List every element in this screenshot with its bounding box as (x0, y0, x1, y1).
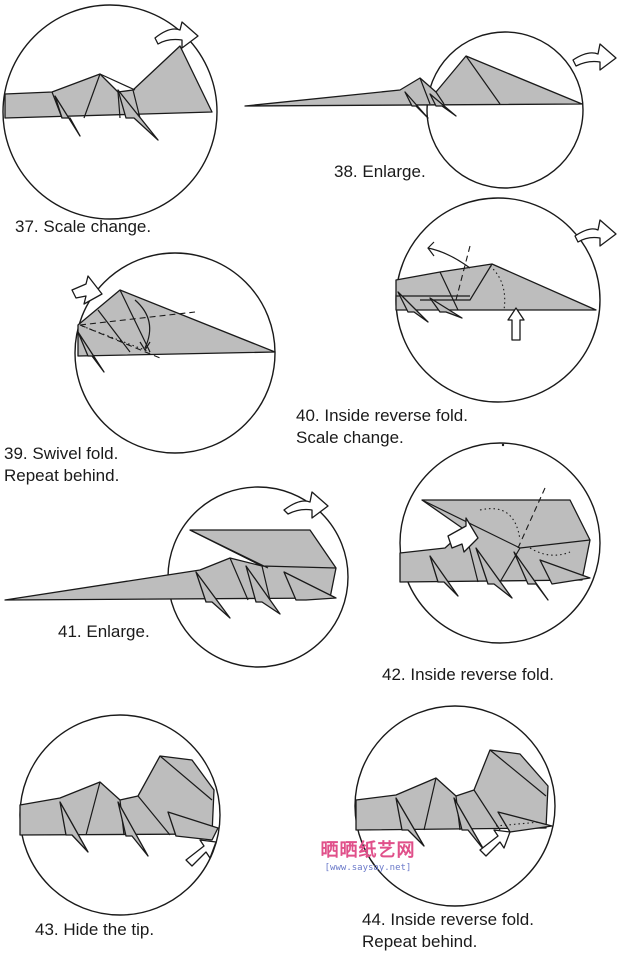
caption-line: 40. Inside reverse fold. (296, 406, 468, 425)
caption-line: 44. Inside reverse fold. (362, 910, 534, 929)
caption-step-44: 44. Inside reverse fold. Repeat behind. (362, 909, 534, 953)
watermark-url: [www.saysay.net] (324, 863, 412, 873)
step-44-push-arrow-icon (479, 829, 511, 857)
step-38-arrow-icon (572, 43, 617, 71)
caption-line: 38. Enlarge. (334, 162, 426, 181)
step-37-figure (2, 4, 218, 220)
stray-dot (501, 443, 505, 447)
step-44-figure (354, 705, 556, 907)
step-42-push-arrow-icon (447, 517, 479, 553)
watermark-title: 晒晒纸艺网 (320, 840, 416, 861)
step-37-arrow-icon (154, 21, 199, 49)
caption-step-37: 37. Scale change. (15, 216, 151, 238)
caption-step-42: 42. Inside reverse fold. (382, 664, 554, 686)
caption-step-43: 43. Hide the tip. (35, 919, 154, 941)
step-40-arrow-icon (574, 219, 617, 247)
caption-step-39: 39. Swivel fold. Repeat behind. (4, 443, 119, 487)
step-41-figure (4, 486, 349, 668)
step-40-push-arrow-icon (507, 307, 525, 341)
step-38-circle (426, 31, 584, 189)
caption-line: Repeat behind. (4, 466, 120, 485)
caption-line: 37. Scale change. (15, 217, 152, 236)
step-43-push-arrow-icon (185, 839, 217, 867)
step-42-figure (399, 442, 601, 644)
caption-line: Scale change. (296, 428, 404, 447)
step-41-arrow-icon (283, 491, 329, 519)
watermark: 晒晒纸艺网 [www.saysay.net] (308, 836, 428, 873)
step-40-figure (395, 197, 617, 403)
caption-step-38: 38. Enlarge. (334, 161, 426, 183)
step-39-arrow-icon (71, 275, 103, 305)
caption-line: 42. Inside reverse fold. (382, 665, 554, 684)
caption-line: 43. Hide the tip. (35, 920, 155, 939)
caption-line: 41. Enlarge. (58, 622, 150, 641)
step-39-figure (71, 252, 276, 454)
caption-step-40: 40. Inside reverse fold. Scale change. (296, 405, 468, 449)
step-38-figure (244, 31, 617, 189)
step-43-figure (19, 714, 221, 916)
caption-line: Repeat behind. (362, 932, 478, 951)
caption-line: 39. Swivel fold. (4, 444, 119, 463)
caption-step-41: 41. Enlarge. (58, 621, 150, 643)
